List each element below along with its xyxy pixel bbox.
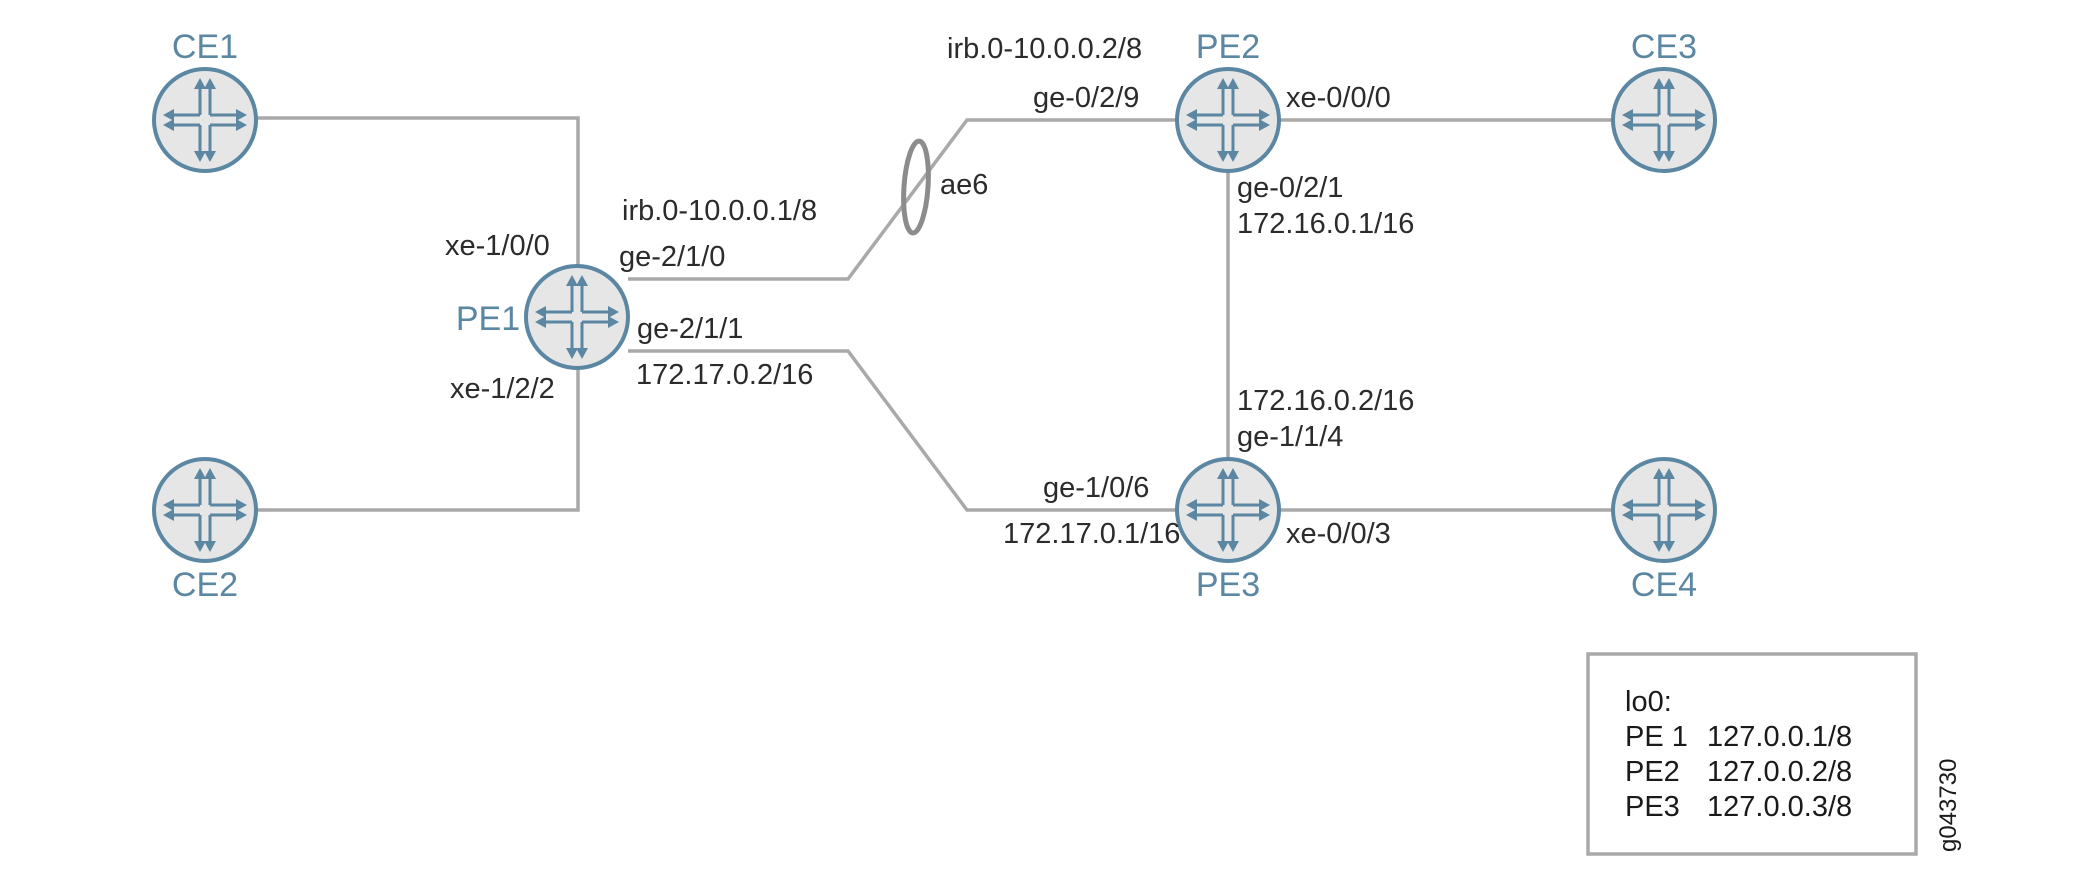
ae6-bundle-ring-icon [901,138,931,236]
if-pe3-xe-0-0-3: xe-0/0/3 [1286,518,1391,550]
if-pe1-ge-2-1-1: ge-2/1/1 [637,313,743,345]
if-pe1-xe-1-2-2: xe-1/2/2 [450,373,555,405]
legend-row-address: 127.0.0.3/8 [1707,791,1852,823]
label-ce3: CE3 [1631,28,1697,66]
label-ce4: CE4 [1631,566,1697,604]
legend-row-device: PE3 [1625,791,1680,823]
if-pe2-ge-0-2-9: ge-0/2/9 [1033,82,1139,114]
legend-box [1586,652,1918,856]
if-pe3-ge-1-1-4: ge-1/1/4 [1237,421,1343,453]
if-pe3-ip: 172.16.0.2/16 [1237,385,1414,417]
label-ce1: CE1 [172,28,238,66]
router-pe1[interactable] [524,264,630,370]
loopback-legend: lo0: PE 1 127.0.0.1/8 PE2 127.0.0.2/8 PE… [1586,652,1918,856]
router-icon [152,457,258,563]
link-pe1-pe3 [628,349,1176,512]
label-pe1: PE1 [456,300,520,338]
ae6-label: ae6 [940,169,988,201]
if-pe1-ge-2-1-1-ip: 172.17.0.2/16 [636,359,813,391]
router-icon [1175,457,1281,563]
if-pe3-ge-1-0-6: ge-1/0/6 [1043,472,1149,504]
if-pe1-xe-1-0-0: xe-1/0/0 [445,230,550,262]
legend-title: lo0: [1625,686,1672,718]
router-ce3[interactable] [1611,67,1717,173]
router-ce1[interactable] [152,67,258,173]
legend-row-address: 127.0.0.2/8 [1707,756,1852,788]
link-ce2-pe1 [205,368,580,512]
label-pe3: PE3 [1196,566,1260,604]
router-ce2[interactable] [152,457,258,563]
link-pe1-pe2-ae6 [628,118,1176,281]
if-pe2-irb: irb.0-10.0.0.2/8 [947,33,1142,65]
legend-row-device: PE 1 [1625,721,1688,753]
legend-row-address: 127.0.0.1/8 [1707,721,1852,753]
router-icon [524,264,630,370]
if-pe3-ge-1-0-6-ip: 172.17.0.1/16 [1003,518,1180,550]
label-ce2: CE2 [172,566,238,604]
legend-row-device: PE2 [1625,756,1680,788]
router-icon [1175,67,1281,173]
if-pe2-ge-0-2-1: ge-0/2/1 [1237,172,1343,204]
router-pe2[interactable] [1175,67,1281,173]
link-ce1-pe1 [205,116,580,268]
router-icon [152,67,258,173]
router-icon [1611,67,1717,173]
if-pe2-ge-0-2-1-ip: 172.16.0.1/16 [1237,208,1414,240]
router-ce4[interactable] [1611,457,1717,563]
label-pe2: PE2 [1196,28,1260,66]
router-icon [1611,457,1717,563]
if-pe2-xe-0-0-0: xe-0/0/0 [1286,82,1391,114]
if-pe1-irb: irb.0-10.0.0.1/8 [622,195,817,227]
figure-id: g043730 [1935,759,1962,852]
if-pe1-ge-2-1-0: ge-2/1/0 [619,241,725,273]
router-pe3[interactable] [1175,457,1281,563]
